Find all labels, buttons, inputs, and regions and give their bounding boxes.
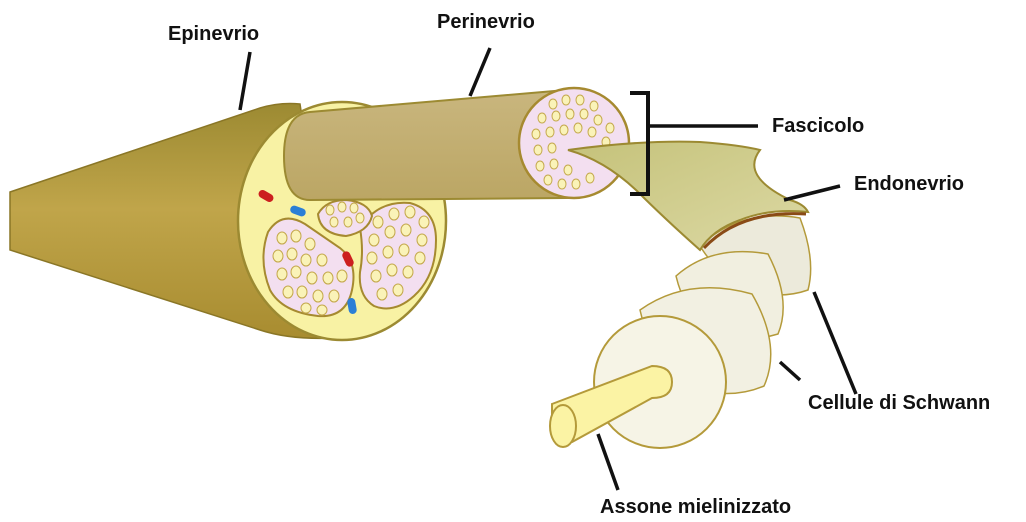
label-endonevrio: Endonevrio	[854, 174, 964, 194]
leader-perinevrio	[470, 48, 490, 96]
label-fascicolo: Fascicolo	[772, 116, 864, 136]
leader-epinevrio	[240, 52, 250, 110]
label-assone-mielinizzato: Assone mielinizzato	[600, 497, 791, 517]
label-cellule-di-schwann: Cellule di Schwann	[808, 393, 990, 413]
leader-endonevrio	[784, 186, 840, 200]
label-epinevrio: Epinevrio	[168, 24, 259, 44]
axon-end	[550, 405, 576, 447]
leader-schwann-2	[780, 362, 800, 380]
leader-assone	[598, 434, 618, 490]
leader-schwann	[814, 292, 856, 394]
label-perinevrio: Perinevrio	[437, 12, 535, 32]
